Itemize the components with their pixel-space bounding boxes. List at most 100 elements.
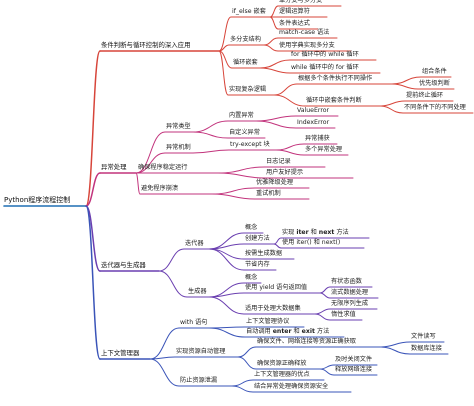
branch-1-0-edge xyxy=(135,131,166,174)
branch-1-3-0-edge xyxy=(211,187,256,195)
branch-3-1-0-0-edge xyxy=(379,341,411,348)
branch-1-2-label: 确保程序稳定运行 xyxy=(138,164,188,171)
branch-0-1-1-edge xyxy=(263,44,279,52)
branch-0-2-1-edge xyxy=(259,67,291,74)
branch-1-1-0-0-label: 异常捕获 xyxy=(305,135,330,142)
branch-1-0-0-0-edge xyxy=(255,115,297,122)
branch-3-0-label: with 语句 xyxy=(180,319,208,326)
branch-2-0-2-edge xyxy=(208,248,245,260)
branch-1-0-1-label: 自定义异常 xyxy=(229,129,260,136)
branch-0-0-edge xyxy=(218,16,232,52)
branch-3-0-1-edge xyxy=(208,327,246,338)
branch-3-1-0-1-label: 数据库连接 xyxy=(411,345,442,352)
branch-3-2-1-label: 结合异常处理确保资源安全 xyxy=(254,383,329,390)
branch-0-3-edge xyxy=(218,50,229,96)
branch-1-3-1-edge xyxy=(211,193,256,200)
branch-0-1-1-label: 使用字典实现多分支 xyxy=(279,42,335,49)
branch-0-3-0-0-label: 组合条件 xyxy=(422,68,447,75)
branch-0-3-0-edge xyxy=(273,83,298,96)
branch-1-2-1-label: 用户友好提示 xyxy=(266,169,304,176)
branch-1-1-edge xyxy=(135,152,166,174)
branch-1-3-label: 避免程序崩溃 xyxy=(141,185,179,192)
branch-2-1-2-edge xyxy=(208,296,245,315)
branch-3-0-0-edge xyxy=(208,326,246,329)
branch-2-1-2-label: 适用于处理大数据集 xyxy=(245,305,301,312)
branch-0-0-2-edge xyxy=(269,16,279,30)
branch-2-0-3-label: 节省内存 xyxy=(245,261,270,268)
branch-0-3-1-0-label: 提前终止循环 xyxy=(406,92,444,99)
branch-2-1-2-0-label: 无限序列生成 xyxy=(331,300,369,307)
branch-3-1-0-edge xyxy=(237,346,257,358)
branch-3-0-0-label: 上下文管理协议 xyxy=(246,318,290,325)
branch-2-1-2-1-edge xyxy=(314,313,331,321)
branch-3-label: 上下文管理器 xyxy=(101,349,140,357)
root-node: Python程序流程控制 xyxy=(4,196,71,204)
branch-0-2-0-label: for 循环中的 while 循环 xyxy=(291,51,359,58)
branch-1-1-0-edge xyxy=(192,149,230,154)
branch-1-label: 异常处理 xyxy=(101,163,127,171)
branch-0-label: 条件判断与循环控制的深入应用 xyxy=(101,41,191,49)
branch-3-1-0-label: 确保文件、网络连接等资源正确获取 xyxy=(257,338,356,345)
branch-2-0-label: 迭代器 xyxy=(185,240,204,247)
branch-3-1-0-0-label: 文件读写 xyxy=(411,333,436,340)
branch-3-edge xyxy=(85,205,101,360)
branch-0-0-2-label: 条件表达式 xyxy=(279,20,310,27)
branch-2-1-1-label: 使用 yield 语句返回值 xyxy=(245,284,308,291)
branch-2-0-1-1-label: 使用 iter() 和 next() xyxy=(282,239,341,246)
branch-2-1-1-edge xyxy=(208,292,245,298)
branch-3-1-1-edge xyxy=(237,356,257,370)
branch-3-1-1-1-label: 释放网络连接 xyxy=(335,366,373,373)
branch-3-1-1-0-label: 及时关闭文件 xyxy=(335,356,373,363)
branch-0-3-1-1-edge xyxy=(379,105,404,114)
branch-2-1-1-0-label: 有状态函数 xyxy=(331,278,362,285)
branch-0-3-0-0-edge xyxy=(391,76,422,85)
branch-2-0-1-label: 创建方法 xyxy=(245,235,270,242)
branch-0-3-1-1-label: 不同条件下的不同处理 xyxy=(404,104,466,111)
branch-0-edge xyxy=(85,50,101,207)
branch-1-1-0-0-edge xyxy=(275,143,305,151)
branch-1-0-label: 异常类型 xyxy=(166,123,191,130)
branch-0-2-1-label: while 循环中的 for 循环 xyxy=(291,64,359,71)
branch-2-1-2-1-label: 惰性求值 xyxy=(331,311,356,318)
branch-0-2-label: 循环嵌套 xyxy=(233,59,258,66)
branch-1-1-label: 异常机制 xyxy=(166,144,191,151)
branch-0-3-0-label: 根据多个条件执行不同操作 xyxy=(298,75,373,82)
branch-2-0-3-edge xyxy=(208,248,245,271)
branch-0-1-label: 多分支结构 xyxy=(230,36,261,43)
branch-0-1-0-label: match-case 语法 xyxy=(279,29,330,36)
branch-3-1-1-1-edge xyxy=(319,368,335,376)
branch-3-1-0-1-edge xyxy=(379,346,411,355)
branch-1-1-0-1-edge xyxy=(275,149,305,156)
branch-3-0-1-label: 自动调用 enter 和 exit 方法 xyxy=(246,328,330,335)
branch-0-3-1-label: 循环中嵌套条件判断 xyxy=(306,97,362,104)
branch-1-0-0-1-edge xyxy=(255,120,297,129)
branch-2-0-1-1-edge xyxy=(273,243,282,249)
branch-0-0-0-label: 单分支与多分支 xyxy=(279,0,323,4)
branch-2-0-edge xyxy=(158,248,185,272)
branch-3-0-edge xyxy=(149,327,180,360)
branch-2-1-1-1-label: 流式数据处理 xyxy=(331,289,369,296)
branch-1-3-1-label: 重试机制 xyxy=(256,190,281,197)
branch-1-0-0-label: 内置异常 xyxy=(229,112,254,119)
branch-3-2-edge xyxy=(149,358,180,387)
branch-0-0-label: if_else 嵌套 xyxy=(232,8,266,15)
branch-1-0-1-edge xyxy=(192,131,229,139)
branch-0-0-0-edge xyxy=(269,5,279,18)
branch-0-2-0-edge xyxy=(259,59,291,69)
branch-1-0-0-edge xyxy=(192,120,229,133)
branch-0-2-edge xyxy=(218,50,233,69)
branch-2-1-label: 生成器 xyxy=(188,288,207,295)
branch-0-1-0-edge xyxy=(263,37,279,46)
branch-3-2-label: 防止资源泄漏 xyxy=(180,377,218,384)
branch-1-0-0-0-label: ValueError xyxy=(297,107,330,114)
branch-3-1-1-label: 确保资源正确释放 xyxy=(257,360,307,367)
branch-2-1-1-0-edge xyxy=(319,286,331,294)
branch-1-edge xyxy=(85,172,101,207)
branch-2-label: 迭代器与生成器 xyxy=(101,261,146,269)
branch-3-2-0-label: 上下文管理器的优点 xyxy=(254,371,310,378)
branch-1-3-edge xyxy=(135,172,141,195)
branch-2-0-0-label: 概念 xyxy=(245,224,258,231)
branch-0-3-1-0-edge xyxy=(379,100,406,107)
